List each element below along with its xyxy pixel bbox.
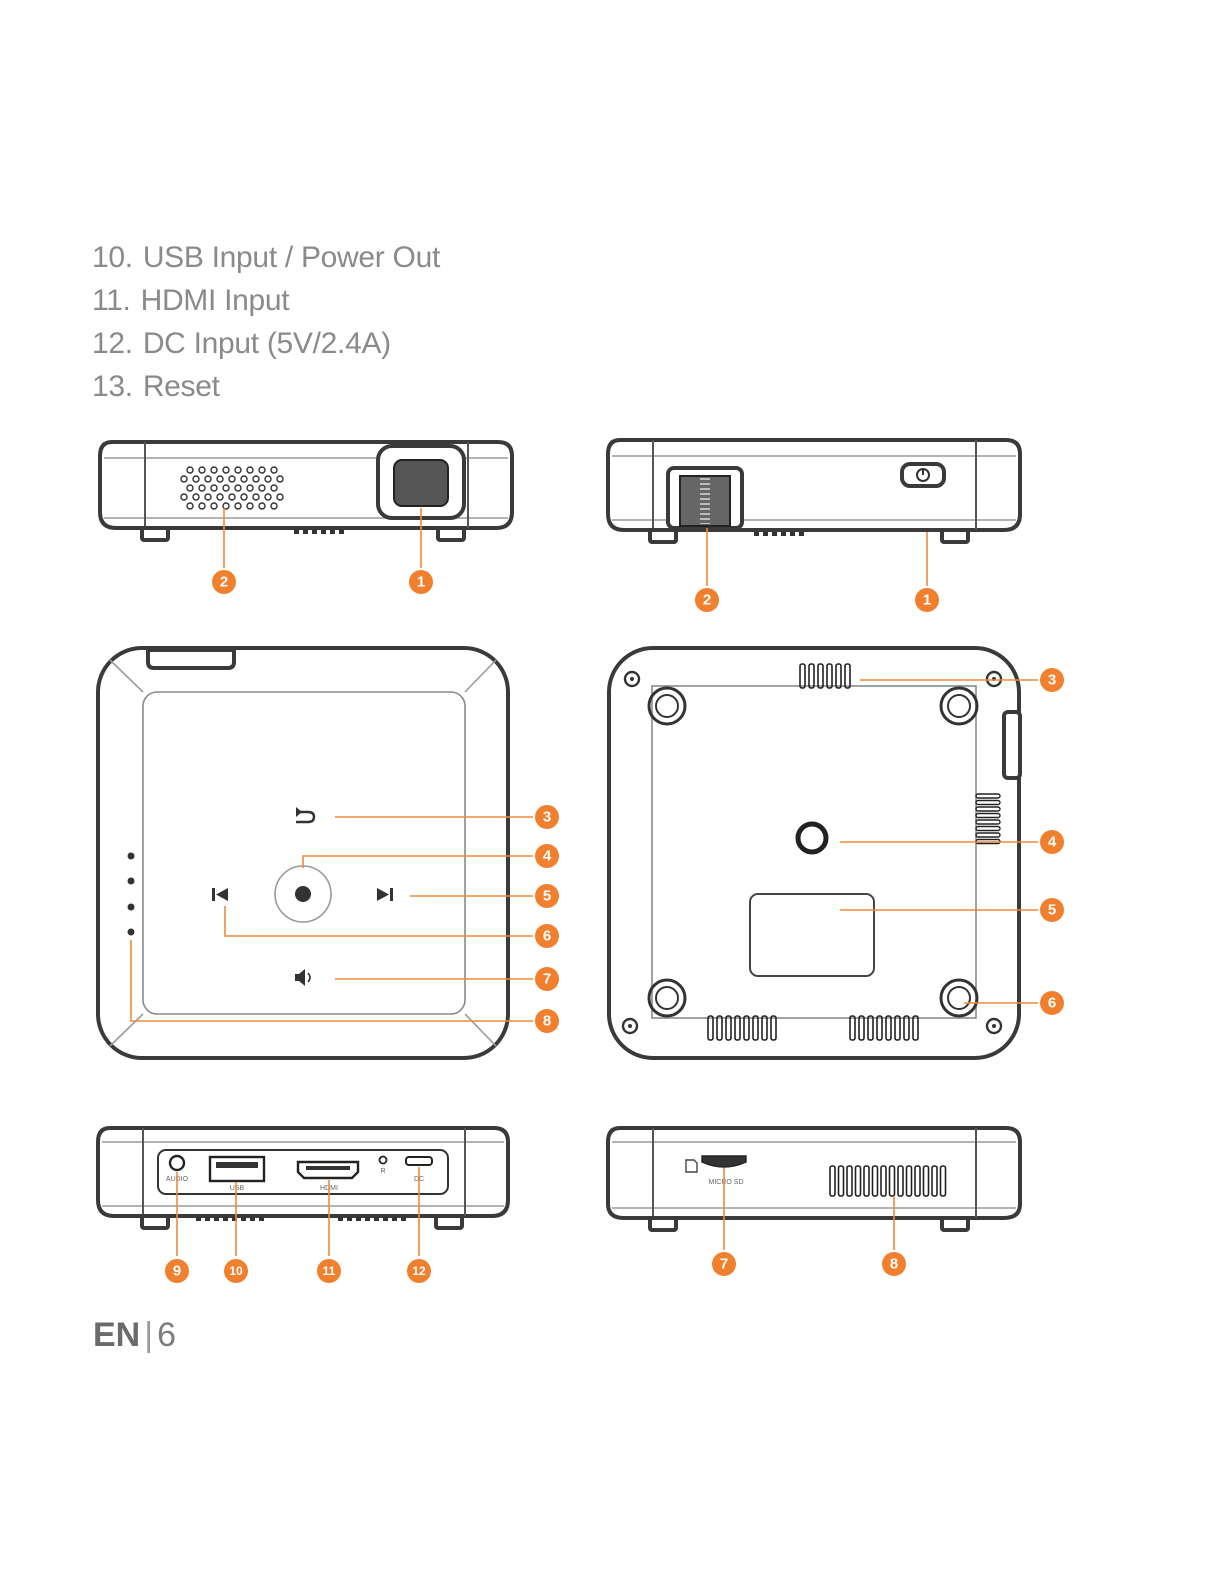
- callout-badge: 7: [712, 1252, 736, 1276]
- svg-text:1: 1: [417, 574, 425, 591]
- sd-side-view: MICRO SD 7 8: [608, 1128, 1020, 1276]
- front-view: 2 1: [100, 442, 512, 594]
- svg-text:4: 4: [543, 848, 552, 865]
- page-number: 6: [157, 1316, 176, 1354]
- port-label: USB: [230, 1185, 245, 1192]
- svg-text:4: 4: [1048, 834, 1057, 851]
- callout-badge: 8: [882, 1252, 906, 1276]
- callout-badge: 4: [1040, 830, 1064, 854]
- callout-badge: 3: [1040, 668, 1064, 692]
- svg-text:7: 7: [720, 1256, 728, 1273]
- svg-text:2: 2: [220, 574, 228, 591]
- svg-text:6: 6: [543, 928, 551, 945]
- callout-badge: 9: [165, 1259, 189, 1283]
- callout-badge: 7: [535, 967, 559, 991]
- callout-badge: 8: [535, 1009, 559, 1033]
- port-label: R: [380, 1168, 385, 1175]
- svg-text:11: 11: [323, 1264, 336, 1278]
- callout-badge: 1: [409, 570, 433, 594]
- callout-badge: 1: [915, 588, 939, 612]
- svg-text:6: 6: [1048, 995, 1056, 1012]
- callout-badge: 6: [1040, 991, 1064, 1015]
- svg-text:8: 8: [890, 1256, 898, 1273]
- language-code: EN: [93, 1316, 140, 1354]
- callout-badge: 12: [407, 1259, 431, 1283]
- callout-badge: 5: [1040, 898, 1064, 922]
- footer-separator: |: [144, 1316, 153, 1354]
- svg-text:9: 9: [173, 1263, 181, 1280]
- port-label: MICRO SD: [709, 1179, 744, 1186]
- callout-badge: 10: [224, 1259, 248, 1283]
- callout-badge: 2: [695, 588, 719, 612]
- svg-text:5: 5: [1048, 902, 1056, 919]
- svg-text:3: 3: [543, 809, 551, 826]
- svg-text:3: 3: [1048, 672, 1056, 689]
- svg-text:12: 12: [412, 1264, 426, 1278]
- page-footer: EN|6: [93, 1316, 176, 1355]
- ports-side-view: AUDIO USB HDMI R DC 9 10 11 12: [98, 1128, 508, 1283]
- callout-badge: 2: [212, 570, 236, 594]
- svg-text:10: 10: [229, 1264, 243, 1278]
- play-pause-icon: [295, 886, 311, 902]
- back-view: 2 1: [608, 440, 1020, 612]
- svg-text:1: 1: [923, 592, 931, 609]
- callout-badge: 11: [317, 1259, 341, 1283]
- callout-badge: 6: [535, 924, 559, 948]
- callout-badge: 5: [535, 884, 559, 908]
- svg-text:8: 8: [543, 1013, 551, 1030]
- svg-text:2: 2: [703, 592, 711, 609]
- svg-text:5: 5: [543, 888, 551, 905]
- top-view: 3 4 5 6 7 8: [98, 648, 559, 1058]
- svg-text:7: 7: [543, 971, 551, 988]
- bottom-view: 3 4 5 6: [609, 648, 1064, 1058]
- callout-badge: 4: [535, 844, 559, 868]
- callout-badge: 3: [535, 805, 559, 829]
